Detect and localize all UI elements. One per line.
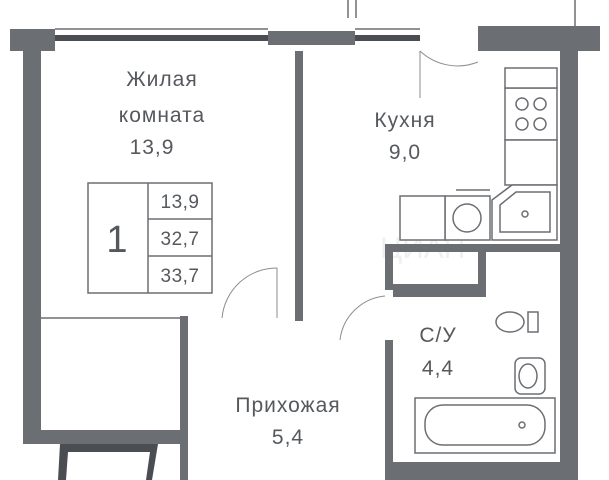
- top-wall-left: [10, 29, 55, 51]
- hallway-name: Прихожая: [235, 394, 340, 417]
- summary-table-frame: [87, 182, 213, 294]
- living-room-area: 13,9: [130, 136, 175, 159]
- stove-burner-3: [515, 117, 529, 131]
- sink-drain: [521, 210, 529, 218]
- bathroom-left-wall: [385, 252, 393, 290]
- kitchen-bottom-wall: [385, 244, 560, 252]
- living-room-name-line2: комната: [119, 104, 205, 127]
- stove-burner-4: [533, 117, 547, 131]
- toilet-bowl: [495, 311, 525, 333]
- right-wall: [560, 51, 578, 480]
- left-wall-bottom: [23, 430, 183, 444]
- bathroom-door-arc: [339, 295, 386, 341]
- toilet-tank: [527, 311, 539, 333]
- top-wall-middle: [268, 31, 355, 45]
- bathroom-left-lower: [385, 340, 393, 480]
- kitchen-counter-left: [399, 195, 446, 241]
- bathtub-drain: [518, 421, 526, 429]
- summary-living-area: 13,9: [161, 192, 200, 213]
- rooms-count: 1: [106, 219, 127, 261]
- kitchen-door-arc: [419, 50, 479, 67]
- top-wall-right: [478, 26, 600, 51]
- kitchen-name: Кухня: [374, 109, 435, 132]
- bottom-right-wall: [385, 462, 560, 480]
- bathroom-inner-wall: [478, 252, 486, 297]
- bathroom-name: С/У: [419, 324, 456, 347]
- washing-machine-drum: [452, 203, 482, 233]
- living-door-arc: [221, 267, 278, 319]
- counter-lower: [504, 139, 558, 186]
- summary-total-area: 32,7: [161, 229, 200, 250]
- partition-living-kitchen: [295, 51, 303, 321]
- washbasin-bowl: [518, 363, 538, 389]
- area-summary-table: 1 13,9 32,7 33,7: [87, 182, 213, 294]
- kitchen-area: 9,0: [389, 141, 421, 164]
- bathroom-shaft-wall: [393, 284, 486, 297]
- hallway-area: 5,4: [272, 426, 304, 449]
- stove-burner-1: [515, 97, 529, 111]
- window-frame-right: [355, 35, 420, 41]
- partition-hallway-left: [180, 316, 188, 480]
- bathroom-area: 4,4: [422, 357, 454, 380]
- wardrobe-inner: [66, 452, 150, 480]
- living-room-name-line1: Жилая: [126, 68, 197, 91]
- stove: [504, 87, 558, 141]
- stove-burner-2: [533, 97, 547, 111]
- left-wall: [23, 51, 41, 431]
- summary-area-with-balcony: 33,7: [161, 266, 200, 287]
- window-frame-left: [55, 35, 268, 41]
- counter: [504, 67, 558, 89]
- bathtub-inner: [424, 404, 546, 446]
